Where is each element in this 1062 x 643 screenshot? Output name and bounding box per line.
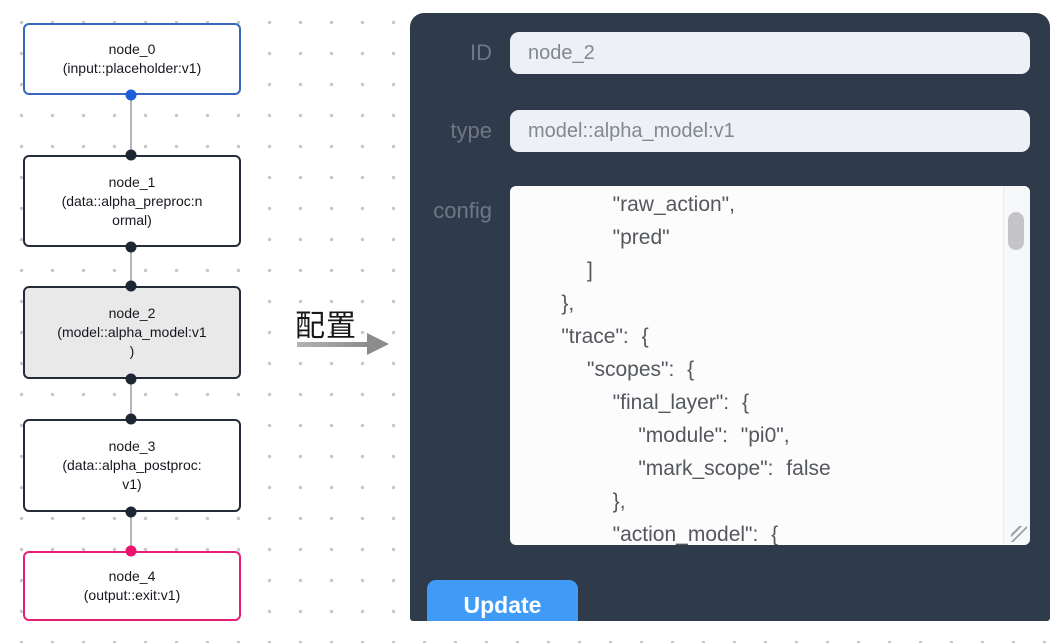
flow-node-node0[interactable]: node_0 (input::placeholder:v1) [23, 23, 241, 95]
node-name: node_0 [108, 41, 156, 57]
flow-node-node1[interactable]: node_1 (data::alpha_preproc:n ormal) [23, 155, 241, 247]
flow-node-node3[interactable]: node_3 (data::alpha_postproc: v1) [23, 419, 241, 512]
config-textarea[interactable]: "raw_action", "pred" ] }, "trace": { "sc… [510, 186, 1030, 545]
node-type-label: (data::alpha_postproc: v1) [62, 457, 202, 492]
node-type-label: (input::placeholder:v1) [62, 60, 202, 76]
node-type-label: (model::alpha_model:v1 ) [57, 324, 207, 359]
edge-node3-node4 [130, 512, 132, 551]
handle-node1-target[interactable] [125, 149, 137, 161]
handle-node0-source[interactable] [125, 89, 137, 101]
resize-handle-icon[interactable] [1011, 526, 1027, 542]
node-name: node_1 [108, 173, 156, 190]
arrow-right-head-icon [367, 333, 389, 355]
flow-node-node4[interactable]: node_4 (output::exit:v1) [23, 551, 241, 621]
handle-node2-source[interactable] [125, 373, 137, 385]
node-name: node_4 [108, 568, 156, 584]
handle-node1-source[interactable] [125, 241, 137, 253]
id-input[interactable] [510, 32, 1030, 74]
config-field-label: config [433, 198, 492, 223]
scrollbar[interactable] [1003, 186, 1030, 545]
edge-node2-node3 [130, 379, 132, 419]
handle-node2-target[interactable] [125, 280, 137, 292]
configure-label: 配置 [295, 310, 357, 343]
arrow-right-icon [297, 342, 369, 347]
node-name: node_2 [108, 305, 156, 321]
scrollbar-thumb[interactable] [1008, 212, 1024, 250]
update-button[interactable]: Update [427, 580, 578, 621]
flow-node-node2-selected[interactable]: node_2 (model::alpha_model:v1 ) [23, 286, 241, 379]
id-field-label: ID [470, 40, 492, 65]
handle-node3-target[interactable] [125, 413, 137, 425]
node-type-label: (output::exit:v1) [83, 587, 181, 603]
node-inspector-panel: ID type config "raw_action", "pred" ] },… [410, 13, 1050, 621]
config-json-text: "raw_action", "pred" ] }, "trace": { "sc… [561, 193, 831, 545]
handle-node4-target[interactable] [125, 545, 137, 557]
edge-node1-node2 [130, 247, 132, 286]
node-name: node_3 [108, 438, 156, 454]
node-type-label: (data::alpha_preproc:n ormal) [61, 192, 203, 228]
type-input[interactable] [510, 110, 1030, 152]
type-field-label: type [450, 118, 492, 143]
edge-node0-node1 [130, 95, 132, 155]
handle-node3-source[interactable] [125, 506, 137, 518]
